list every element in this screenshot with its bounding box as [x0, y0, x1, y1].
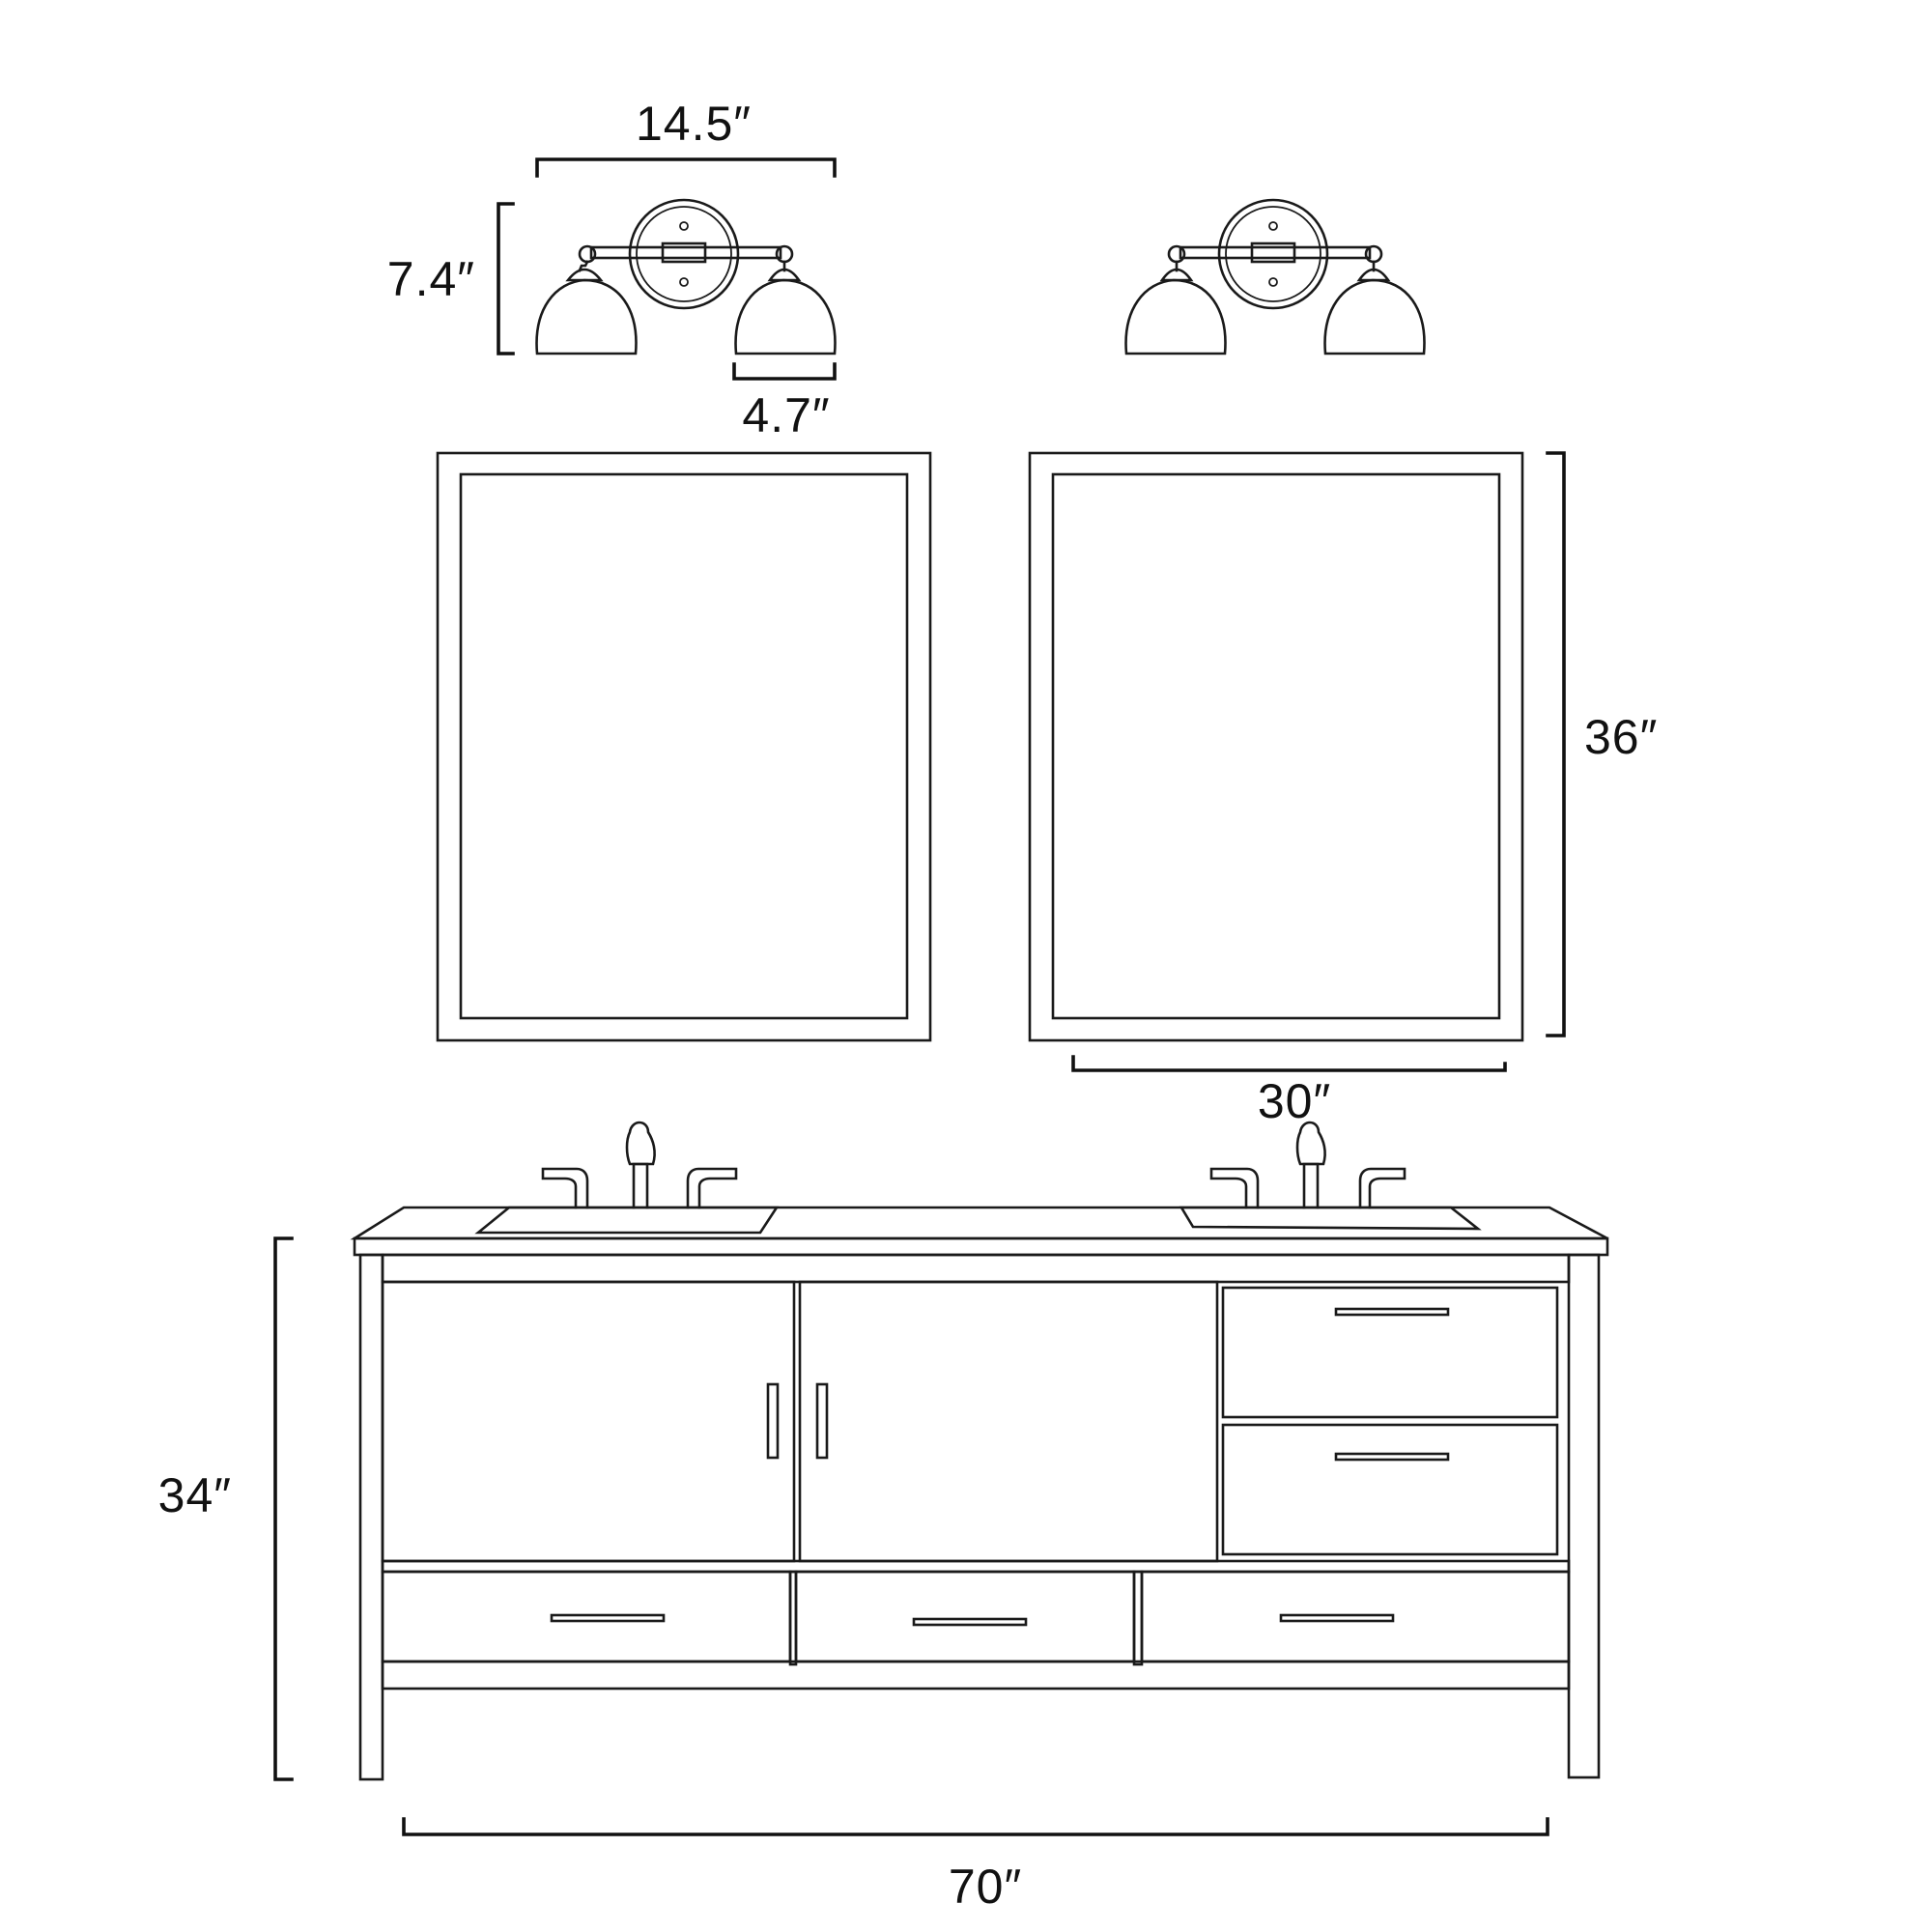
mirror-height-label: 36″: [1584, 710, 1658, 764]
shade-width-label: 4.7″: [742, 388, 830, 442]
sconce-right: [1124, 198, 1426, 355]
faucet-right: [1209, 1121, 1406, 1209]
mirror-width-label: 30″: [1258, 1074, 1331, 1128]
dim-line-sconce-height: [497, 202, 515, 355]
dim-line-vanity-height: [273, 1236, 294, 1781]
mirror-left: [436, 451, 932, 1042]
dim-line-shade-width: [732, 362, 837, 381]
vanity: [350, 1206, 1609, 1781]
mirror-right: [1028, 451, 1524, 1042]
sconce-width-label: 14.5″: [636, 97, 752, 151]
sconce-left: [535, 198, 837, 355]
dim-line-vanity-width: [402, 1817, 1549, 1836]
dim-line-mirror-width: [1071, 1055, 1507, 1072]
dim-line-mirror-height: [1546, 451, 1566, 1037]
vanity-height-label: 34″: [158, 1468, 232, 1522]
dim-line-sconce-width: [535, 157, 837, 178]
faucet-left: [541, 1121, 738, 1209]
sconce-height-label: 7.4″: [387, 252, 475, 306]
vanity-width-label: 70″: [949, 1860, 1022, 1914]
